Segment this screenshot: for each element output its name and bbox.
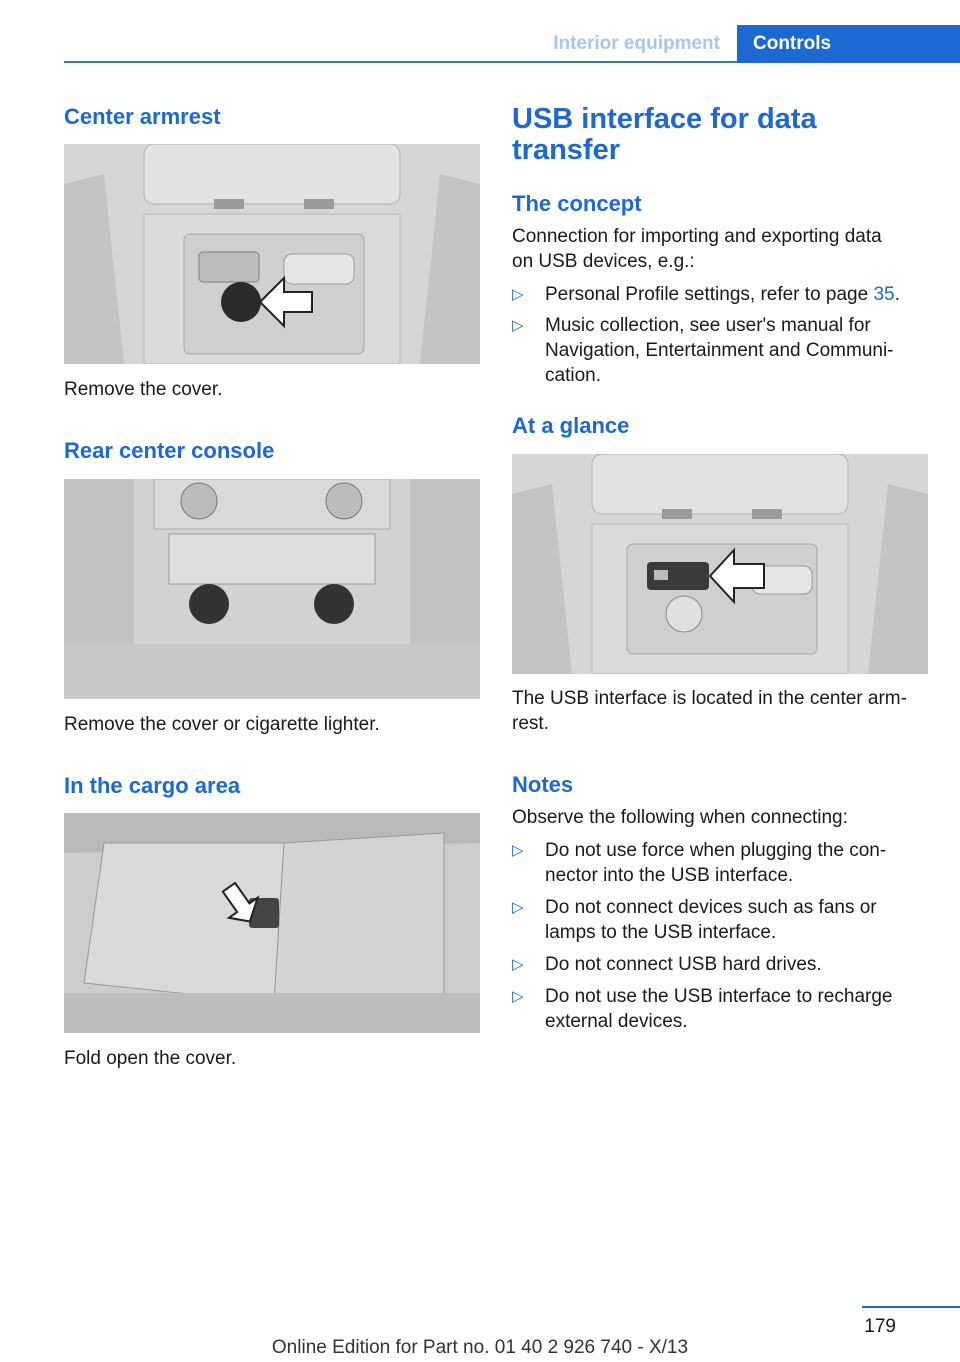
heading-rear-center-console: Rear center console <box>64 438 275 463</box>
bullet-text-line1: Music collection, see user's manual for <box>545 315 871 336</box>
concept-text-line2: on USB devices, e.g.: <box>512 251 695 272</box>
bullet-text-line1: Do not connect devices such as fans or <box>545 897 877 918</box>
glance-caption-line2: rest. <box>512 713 549 734</box>
bullet-text-line3: cation. <box>545 365 601 386</box>
photo-center-armrest <box>64 144 480 364</box>
bullet-text-line2: nector into the USB interface. <box>545 865 794 886</box>
bullet-text-line1: Do not use force when plugging the con- <box>545 840 887 861</box>
bullet-text-line1: Do not use the USB interface to recharge <box>545 986 893 1007</box>
triangle-right-icon: ▷ <box>512 286 524 303</box>
triangle-right-icon: ▷ <box>512 956 524 973</box>
header-section: Interior equipment <box>553 33 720 54</box>
bullet-text-line2: external devices. <box>545 1011 688 1032</box>
caption-cargo-area: Fold open the cover. <box>64 1048 237 1069</box>
photo-usb-interface <box>512 454 928 674</box>
header-rule <box>64 61 960 63</box>
triangle-right-icon: ▷ <box>512 988 524 1005</box>
heading-notes: Notes <box>512 772 574 797</box>
photo-rear-center-console <box>64 479 480 699</box>
triangle-right-icon: ▷ <box>512 842 524 859</box>
bullet-text-line2: lamps to the USB interface. <box>545 922 777 943</box>
title-usb-line2: transfer <box>512 134 620 166</box>
heading-the-concept: The concept <box>512 191 642 216</box>
glance-caption-line1: The USB interface is located in the cent… <box>512 688 907 709</box>
heading-cargo-area: In the cargo area <box>64 773 241 798</box>
triangle-right-icon: ▷ <box>512 317 524 334</box>
bullet-text-line2: Navigation, Entertainment and Communi- <box>545 340 894 361</box>
footer-rule <box>862 1306 960 1308</box>
bullet-suffix: . <box>894 284 900 305</box>
caption-rear-center-console: Remove the cover or cigarette lighter. <box>64 714 380 735</box>
title-usb-line1: USB interface for data <box>512 103 817 135</box>
edition-note: Online Edition for Part no. 01 40 2 926 … <box>271 1337 689 1358</box>
bullet-text: Personal Profile settings, refer to page <box>545 284 874 305</box>
triangle-right-icon: ▷ <box>512 899 524 916</box>
page-link[interactable]: 35 <box>873 284 895 305</box>
header-tab-controls: Controls <box>737 25 960 63</box>
page-number: 179 <box>864 1316 896 1337</box>
caption-center-armrest: Remove the cover. <box>64 379 223 400</box>
heading-at-a-glance: At a glance <box>512 413 630 438</box>
page-header: Interior equipment Controls <box>0 25 960 63</box>
bullet-text-line1: Do not connect USB hard drives. <box>545 954 822 975</box>
heading-center-armrest: Center armrest <box>64 104 221 129</box>
notes-intro: Observe the following when connecting: <box>512 807 848 828</box>
concept-text-line1: Connection for importing and exporting d… <box>512 226 882 247</box>
photo-cargo-area <box>64 813 480 1033</box>
